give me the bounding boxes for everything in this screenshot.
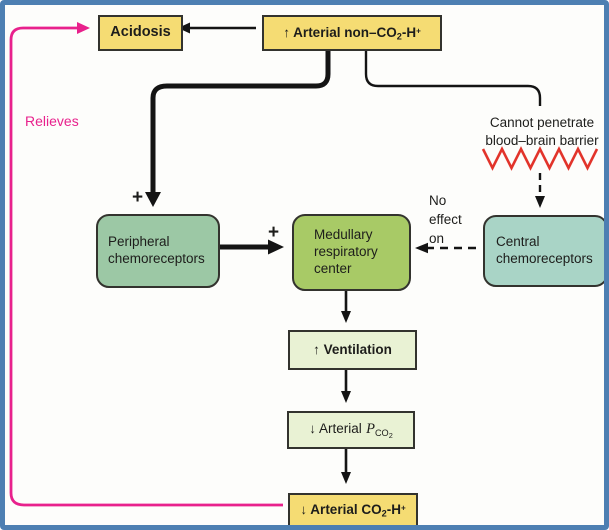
central-chemoreceptors-label: Central chemoreceptors [496,234,593,266]
no-effect-on-label: No effect on [429,191,462,248]
arterial-non-co2-h-box: ↑ Arterial non–CO2-H+ [262,15,442,51]
arterial-co2-h-low-label: ↓ Arterial CO2-H+ [300,502,406,519]
branch-to-peripheral-line [150,46,331,192]
arrow-medullary-to-ventilation-head [341,311,351,323]
no-effect-line2: effect [429,212,462,228]
peripheral-chemoreceptors-box: Peripheral chemoreceptors [96,214,220,288]
relieves-label: Relieves [25,113,79,129]
plus-sign-peripheral: + [132,187,144,208]
arrow-peripheral-to-medullary-head [268,239,284,255]
no-effect-dashed-arrowhead [415,242,428,254]
medullary-respiratory-center-label: Medullary respiratory center [314,227,378,276]
peripheral-chemoreceptors-label: Peripheral chemoreceptors [108,234,205,266]
branch-to-peripheral-arrowhead [145,192,161,207]
relieves-feedback-arrowhead [77,22,90,34]
no-effect-line1: No [429,193,447,208]
acidosis-box: Acidosis [98,15,183,51]
arrow-arterial-to-acidosis-head [178,22,190,34]
barrier-zigzag [481,146,599,171]
acidosis-label: Acidosis [110,24,171,41]
relieves-feedback-line [9,26,283,507]
ventilation-box: ↑ Ventilation [288,330,417,370]
no-effect-line3: on [429,231,445,247]
medullary-respiratory-center-box: Medullary respiratory center [292,214,411,291]
cannot-penetrate-line2: blood–brain barrier [485,132,599,148]
arrow-pco2-to-arterial-low-head [341,472,351,484]
plus-sign-medullary: + [268,222,280,243]
ventilation-label: ↑ Ventilation [313,341,392,357]
branch-to-barrier-line [364,46,542,106]
central-chemoreceptors-box: Central chemoreceptors [483,215,604,287]
arrow-ventilation-to-pco2-head [341,391,351,403]
arterial-non-co2-h-label: ↑ Arterial non–CO2-H+ [283,24,421,42]
arterial-co2-h-low-box: ↓ Arterial CO2-H+ [288,493,418,525]
cannot-penetrate-line1: Cannot penetrate [489,115,595,130]
dashed-arrow-to-central-head [535,196,545,208]
cannot-penetrate-label: Cannot penetrate blood–brain barrier [466,114,604,150]
